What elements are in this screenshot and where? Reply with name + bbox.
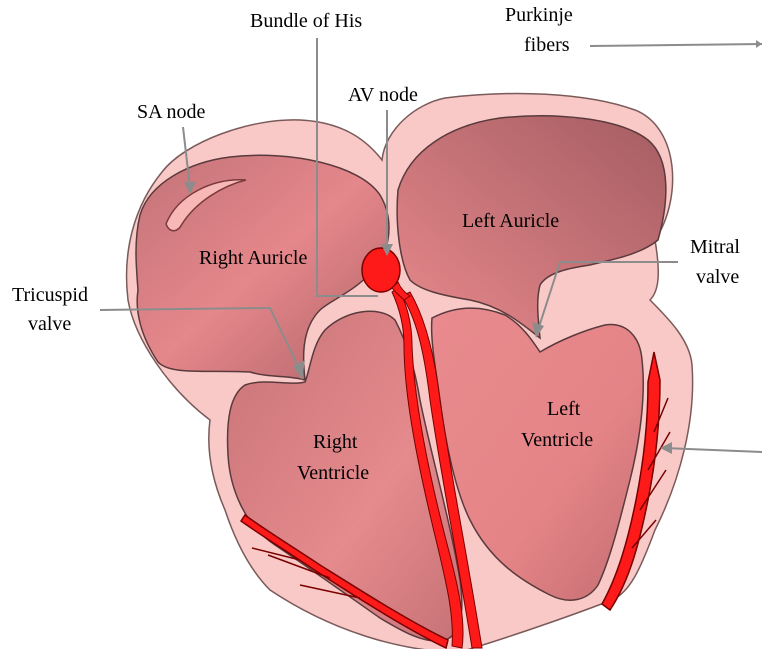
sa-node-label: SA node [137, 101, 205, 123]
right-ventricle-label-line1: Right [313, 431, 358, 453]
right-ventricle-label-line2: Ventricle [297, 462, 369, 484]
purkinje-pointer-arrowhead [756, 40, 762, 48]
mitral-label-line2: valve [696, 266, 739, 288]
left-auricle-label: Left Auricle [462, 210, 559, 232]
left-ventricle-label-line1: Left [547, 398, 581, 420]
right-auricle-label: Right Auricle [199, 247, 307, 269]
av-node-label: AV node [348, 84, 418, 106]
bundle-of-his-label: Bundle of His [250, 10, 362, 32]
purkinje-pointer [590, 44, 762, 46]
left-ventricle-label-line2: Ventricle [521, 429, 593, 451]
purkinje-label-line2: fibers [524, 34, 570, 56]
purkinje-label-line1: Purkinje [505, 4, 573, 26]
mitral-label-line1: Mitral [690, 236, 740, 258]
tricuspid-label-line1: Tricuspid [12, 284, 88, 306]
tricuspid-label-line2: valve [28, 313, 71, 335]
